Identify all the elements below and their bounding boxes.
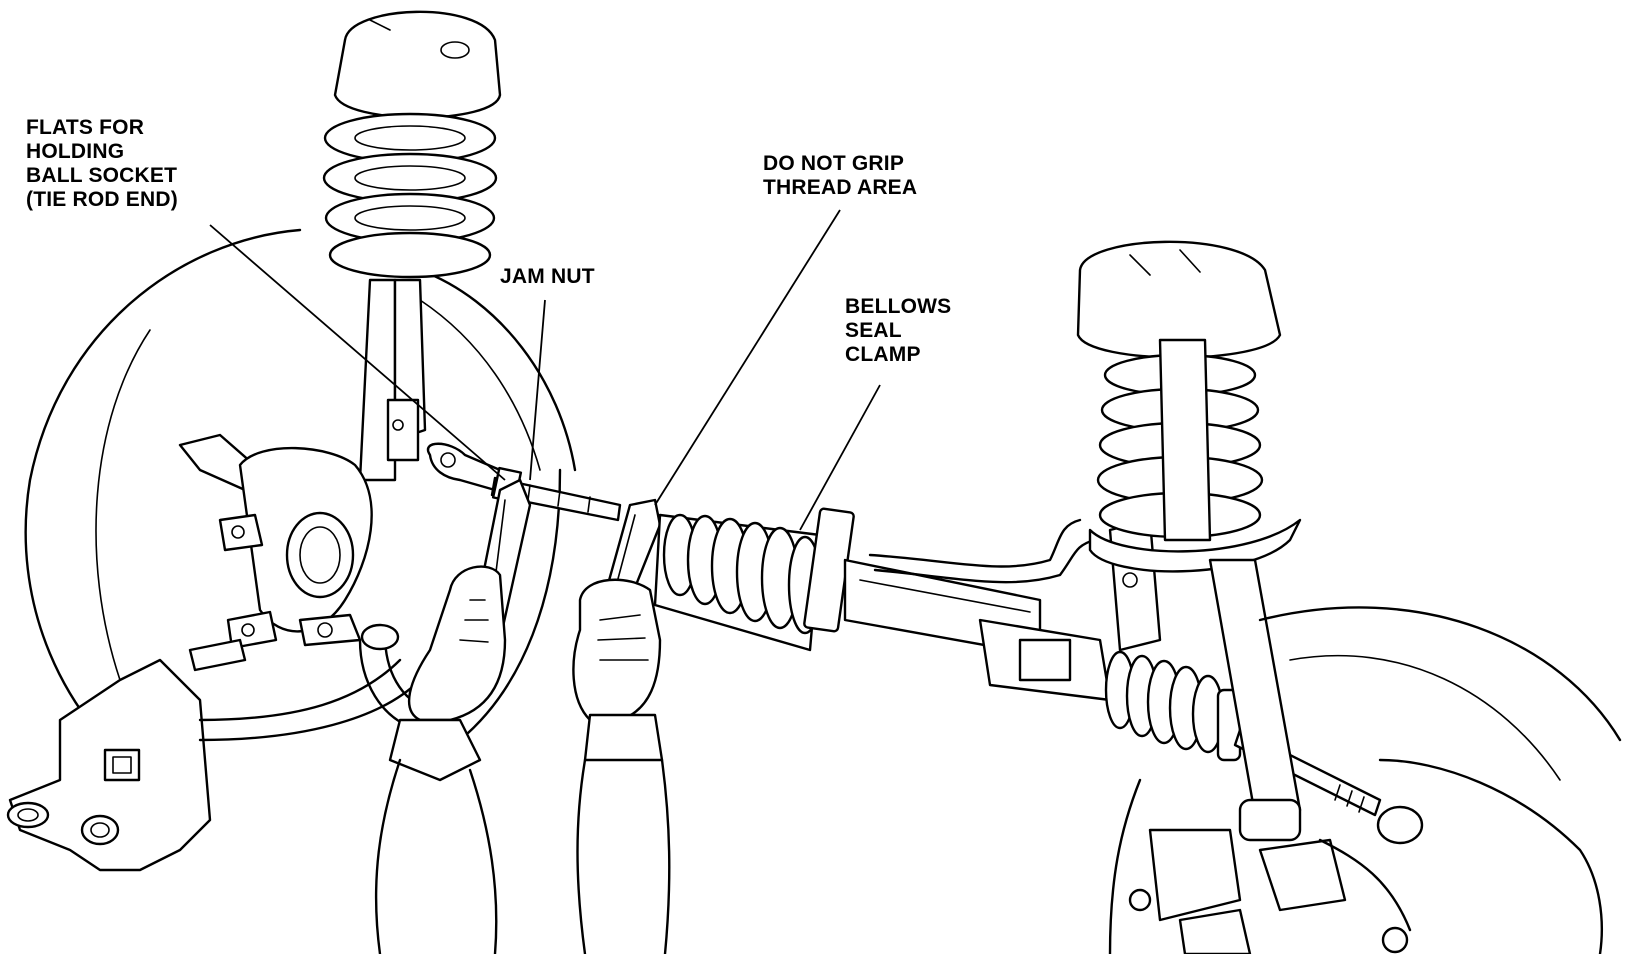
do-not-grip-leader [654, 209, 841, 506]
label-line: (TIE ROD END) [26, 188, 178, 211]
right-wheel [1108, 606, 1622, 954]
left-lower-arm [6, 658, 422, 872]
label-line: BALL SOCKET [26, 164, 178, 187]
label-line: HOLDING [26, 140, 125, 163]
label-line: DO NOT GRIP [763, 152, 905, 175]
right-strut [1076, 240, 1302, 842]
label-flats-for-holding-ball-socket: FLATS FOR HOLDING BALL SOCKET (TIE ROD E… [26, 116, 178, 212]
left-knuckle [178, 433, 373, 672]
label-jam-nut: JAM NUT [500, 265, 595, 289]
jam-nut-leader [529, 299, 546, 481]
steering-rack [653, 507, 1242, 762]
label-bellows-seal-clamp: BELLOWS SEAL CLAMP [845, 295, 951, 367]
label-line: SEAL [845, 319, 902, 342]
label-line: CLAMP [845, 343, 921, 366]
label-line: FLATS FOR [26, 116, 145, 139]
bellows-clamp-leader [799, 384, 881, 531]
label-do-not-grip-thread-area: DO NOT GRIP THREAD AREA [763, 152, 917, 200]
label-line: JAM NUT [500, 265, 595, 288]
flats-leader [209, 224, 506, 481]
leader-lines [209, 209, 881, 531]
label-line: BELLOWS [845, 295, 952, 318]
left-strut [322, 10, 502, 482]
label-line: THREAD AREA [763, 176, 918, 199]
mechanic-hands [374, 565, 671, 954]
